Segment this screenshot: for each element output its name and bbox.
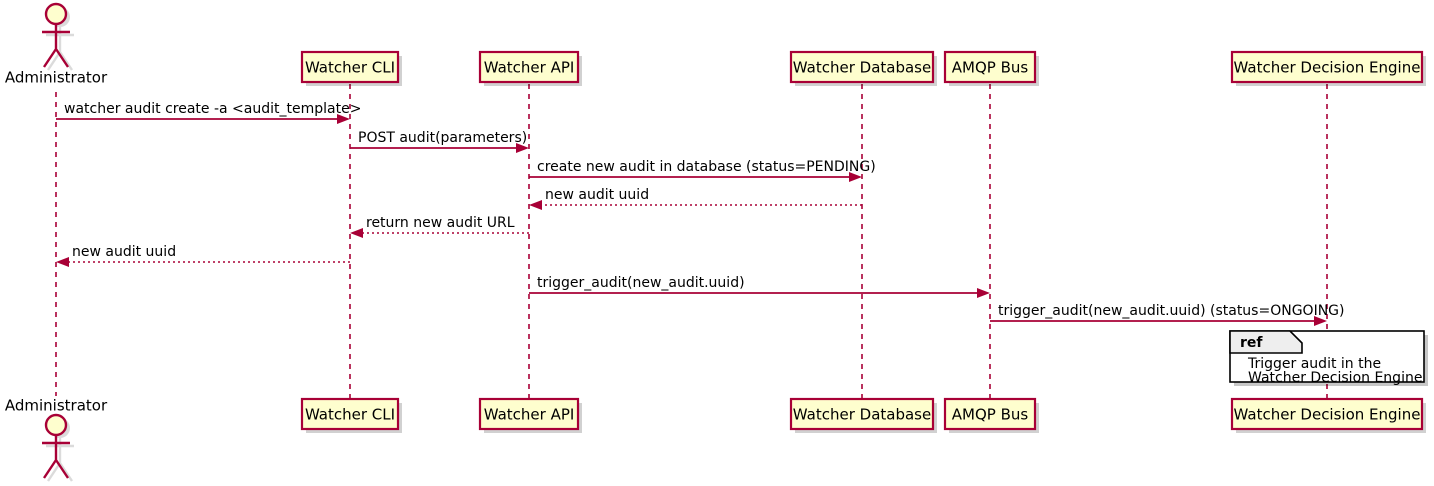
arrowhead-right-icon bbox=[1314, 316, 1327, 326]
participant-watcher-api-bottom[interactable]: Watcher API bbox=[478, 397, 582, 433]
actor-head-icon bbox=[44, 2, 68, 26]
message-label: new audit uuid bbox=[545, 187, 649, 203]
participant-amqp-bus-top[interactable]: AMQP Bus bbox=[943, 50, 1039, 86]
arrowhead-right-icon bbox=[849, 172, 862, 182]
message-8-trigger-audit-ongoing: trigger_audit(new_audit.uuid) (status=ON… bbox=[990, 303, 1344, 326]
participant-label: Watcher Decision Engine bbox=[1234, 406, 1421, 424]
participant-watcher-database-top[interactable]: Watcher Database bbox=[789, 50, 937, 86]
participant-amqp-bus-bottom[interactable]: AMQP Bus bbox=[943, 397, 1039, 433]
arrowhead-right-icon bbox=[337, 114, 350, 124]
ref-fragment-tab bbox=[1229, 330, 1303, 354]
participant-label: Watcher Database bbox=[793, 406, 931, 424]
ref-fragment-line-1: Trigger audit in the bbox=[1247, 356, 1381, 372]
message-4-new-audit-uuid: new audit uuid bbox=[529, 187, 862, 210]
message-5-return-new-audit-url: return new audit URL bbox=[350, 215, 529, 238]
participant-label: Watcher Decision Engine bbox=[1234, 59, 1421, 77]
participant-watcher-database-bottom[interactable]: Watcher Database bbox=[789, 397, 937, 433]
message-1-watcher-audit-create: watcher audit create -a <audit_template> bbox=[56, 101, 361, 124]
participant-box bbox=[1230, 50, 1424, 84]
participant-watcher-cli-top[interactable]: Watcher CLI bbox=[300, 50, 402, 86]
participant-label: AMQP Bus bbox=[952, 59, 1029, 77]
participant-box bbox=[1230, 397, 1424, 431]
message-3-create-new-audit: create new audit in database (status=PEN… bbox=[529, 159, 876, 182]
actor-administrator-top[interactable]: Administrator bbox=[5, 2, 108, 87]
actor-label-administrator-bottom: Administrator bbox=[5, 397, 108, 415]
participant-label: Watcher Database bbox=[793, 59, 931, 77]
participant-box bbox=[789, 397, 935, 431]
participant-box bbox=[943, 50, 1037, 84]
participant-label: Watcher API bbox=[484, 406, 575, 424]
participant-watcher-api-top[interactable]: Watcher API bbox=[478, 50, 582, 86]
ref-fragment-tab-label: ref bbox=[1240, 335, 1263, 351]
ref-fragment[interactable]: ref Trigger audit in the Watcher Decisio… bbox=[1229, 330, 1428, 386]
participant-watcher-decision-engine-bottom[interactable]: Watcher Decision Engine bbox=[1230, 397, 1426, 433]
participant-label: AMQP Bus bbox=[952, 406, 1029, 424]
arrowhead-right-icon bbox=[516, 143, 529, 153]
actor-administrator-bottom[interactable]: Administrator bbox=[5, 397, 108, 482]
message-label: POST audit(parameters) bbox=[358, 130, 527, 146]
participant-label: Watcher CLI bbox=[305, 59, 395, 77]
message-label: watcher audit create -a <audit_template> bbox=[64, 101, 361, 117]
arrowhead-right-icon bbox=[977, 288, 990, 298]
actor-head-icon bbox=[44, 413, 68, 437]
participant-label: Watcher CLI bbox=[305, 406, 395, 424]
participant-watcher-cli-bottom[interactable]: Watcher CLI bbox=[300, 397, 402, 433]
participant-box bbox=[943, 397, 1037, 431]
actor-body-icon bbox=[42, 435, 70, 479]
participant-box bbox=[789, 50, 935, 84]
message-label: trigger_audit(new_audit.uuid) bbox=[537, 275, 745, 291]
arrowhead-left-icon bbox=[529, 200, 542, 210]
participant-box bbox=[300, 50, 400, 84]
message-7-trigger-audit: trigger_audit(new_audit.uuid) bbox=[529, 275, 990, 298]
arrowhead-left-icon bbox=[350, 228, 363, 238]
message-2-post-audit: POST audit(parameters) bbox=[350, 130, 529, 153]
participant-box bbox=[300, 397, 400, 431]
participant-box bbox=[478, 397, 580, 431]
arrowhead-left-icon bbox=[56, 257, 69, 267]
message-label: create new audit in database (status=PEN… bbox=[537, 159, 876, 175]
actor-body-icon bbox=[42, 24, 70, 68]
message-6-new-audit-uuid: new audit uuid bbox=[56, 244, 350, 267]
ref-fragment-line-2: Watcher Decision Engine bbox=[1248, 370, 1422, 386]
participant-box bbox=[478, 50, 580, 84]
participant-watcher-decision-engine-top[interactable]: Watcher Decision Engine bbox=[1230, 50, 1426, 86]
message-label: return new audit URL bbox=[366, 215, 515, 231]
message-label: trigger_audit(new_audit.uuid) (status=ON… bbox=[998, 303, 1344, 319]
actor-label-administrator-top: Administrator bbox=[5, 69, 108, 87]
lifelines-group bbox=[55, 84, 1328, 398]
participant-label: Watcher API bbox=[484, 59, 575, 77]
message-label: new audit uuid bbox=[72, 244, 176, 260]
